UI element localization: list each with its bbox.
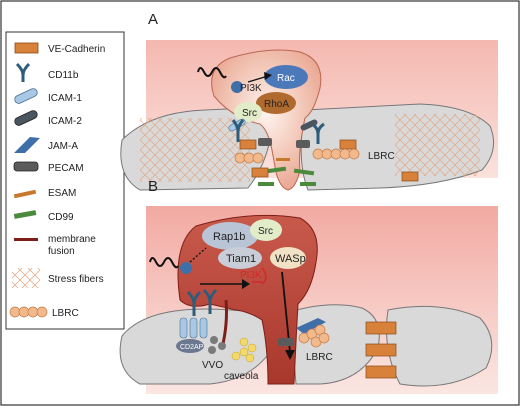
- ve-cadherin-group-a: [239, 139, 419, 182]
- cd2ap-label: CD2AP: [180, 344, 204, 351]
- tiam1-node: [218, 247, 262, 269]
- g-protein-a: [231, 81, 243, 93]
- vvo-label: VVO: [202, 360, 223, 371]
- gpcr-receptor-a: [197, 67, 227, 79]
- legend-label-ve-cadherin: VE-Cadherin: [48, 44, 105, 55]
- adhesion-cluster-a: [228, 118, 325, 186]
- rhoa-node: [256, 92, 296, 114]
- pi3k-inhibition: [261, 267, 267, 285]
- gpcr-rap1b-arrow: [189, 247, 207, 263]
- src-node-b: [250, 219, 282, 241]
- src-node-a: [234, 102, 262, 122]
- jama-icon: [14, 137, 40, 153]
- panel-b: B Rap1b Src Tiam1 WASp PI3K: [119, 178, 498, 394]
- vvo-vesicles: [208, 336, 226, 354]
- rhoa-label: RhoA: [264, 99, 289, 110]
- arrowhead-b2: [285, 350, 295, 360]
- membrane-fusion-icon: [14, 238, 38, 241]
- adhesion-cluster-b: [179, 288, 326, 346]
- legend-label-membrane: membrane: [48, 234, 96, 245]
- lbrc-cluster-a-left: [234, 152, 264, 164]
- rap1b-label: Rap1b: [213, 231, 245, 243]
- icam2-icon: [14, 110, 38, 126]
- ve-cadherin-group-b: [365, 321, 397, 379]
- legend: VE-Cadherin CD11b ICAM-1 ICAM-2 JAM-A PE…: [5, 31, 125, 330]
- rac-node: [264, 65, 308, 89]
- pi3k-label-b: PI3K: [240, 270, 262, 281]
- legend-label-cd99: CD99: [48, 212, 74, 223]
- tiam1-label: Tiam1: [226, 253, 256, 265]
- legend-label-stress-fibers: Stress fibers: [48, 274, 104, 285]
- pi3k-label-a: PI3K: [240, 83, 262, 94]
- legend-label-lbrc: LBRC: [52, 308, 79, 319]
- pecam-icon: [13, 161, 39, 172]
- icam1-icon: [14, 88, 38, 104]
- ve-cadherin-icon: [14, 42, 39, 54]
- cd2ap-node: [176, 339, 204, 353]
- panel-b-letter: B: [148, 178, 158, 195]
- legend-label-esam: ESAM: [48, 188, 76, 199]
- arrowhead-b1: [242, 279, 250, 289]
- panel-a-letter: A: [148, 11, 158, 28]
- wasp-label: WASp: [275, 253, 306, 265]
- gpcr-receptor-b: [149, 257, 179, 269]
- legend-label-jama: JAM-A: [48, 141, 78, 152]
- cd99-icon: [13, 210, 37, 219]
- src-label-b: Src: [258, 226, 273, 237]
- esam-icon: [13, 189, 37, 199]
- g-protein-b: [180, 262, 192, 274]
- rap1b-node: [202, 222, 258, 250]
- stress-fibers-icon: [12, 268, 40, 288]
- lbrc-label-a: LBRC: [368, 151, 395, 162]
- lbrc-icon: [9, 306, 48, 318]
- legend-label-fusion: fusion: [48, 246, 75, 257]
- legend-label-icam2: ICAM-2: [48, 116, 82, 127]
- caveola-vesicles: [231, 337, 257, 363]
- cd11b-icon: [15, 62, 31, 82]
- caveola-label: caveola: [224, 371, 259, 382]
- panel-a: A PI3K Rac Src RhoA: [120, 11, 498, 191]
- lbrc-label-b: LBRC: [306, 352, 333, 363]
- lbrc-cluster-a-right: [312, 148, 360, 160]
- legend-label-pecam: PECAM: [48, 163, 84, 174]
- endothelial-cell-b-right: [386, 305, 493, 387]
- wasp-node: [270, 247, 306, 269]
- legend-label-cd11b: CD11b: [48, 70, 79, 81]
- lbrc-cluster-b: [298, 324, 330, 348]
- rac-label: Rac: [277, 73, 295, 84]
- legend-label-icam1: ICAM-1: [48, 93, 82, 104]
- arrowhead-a: [264, 72, 272, 80]
- src-label-a: Src: [242, 108, 257, 119]
